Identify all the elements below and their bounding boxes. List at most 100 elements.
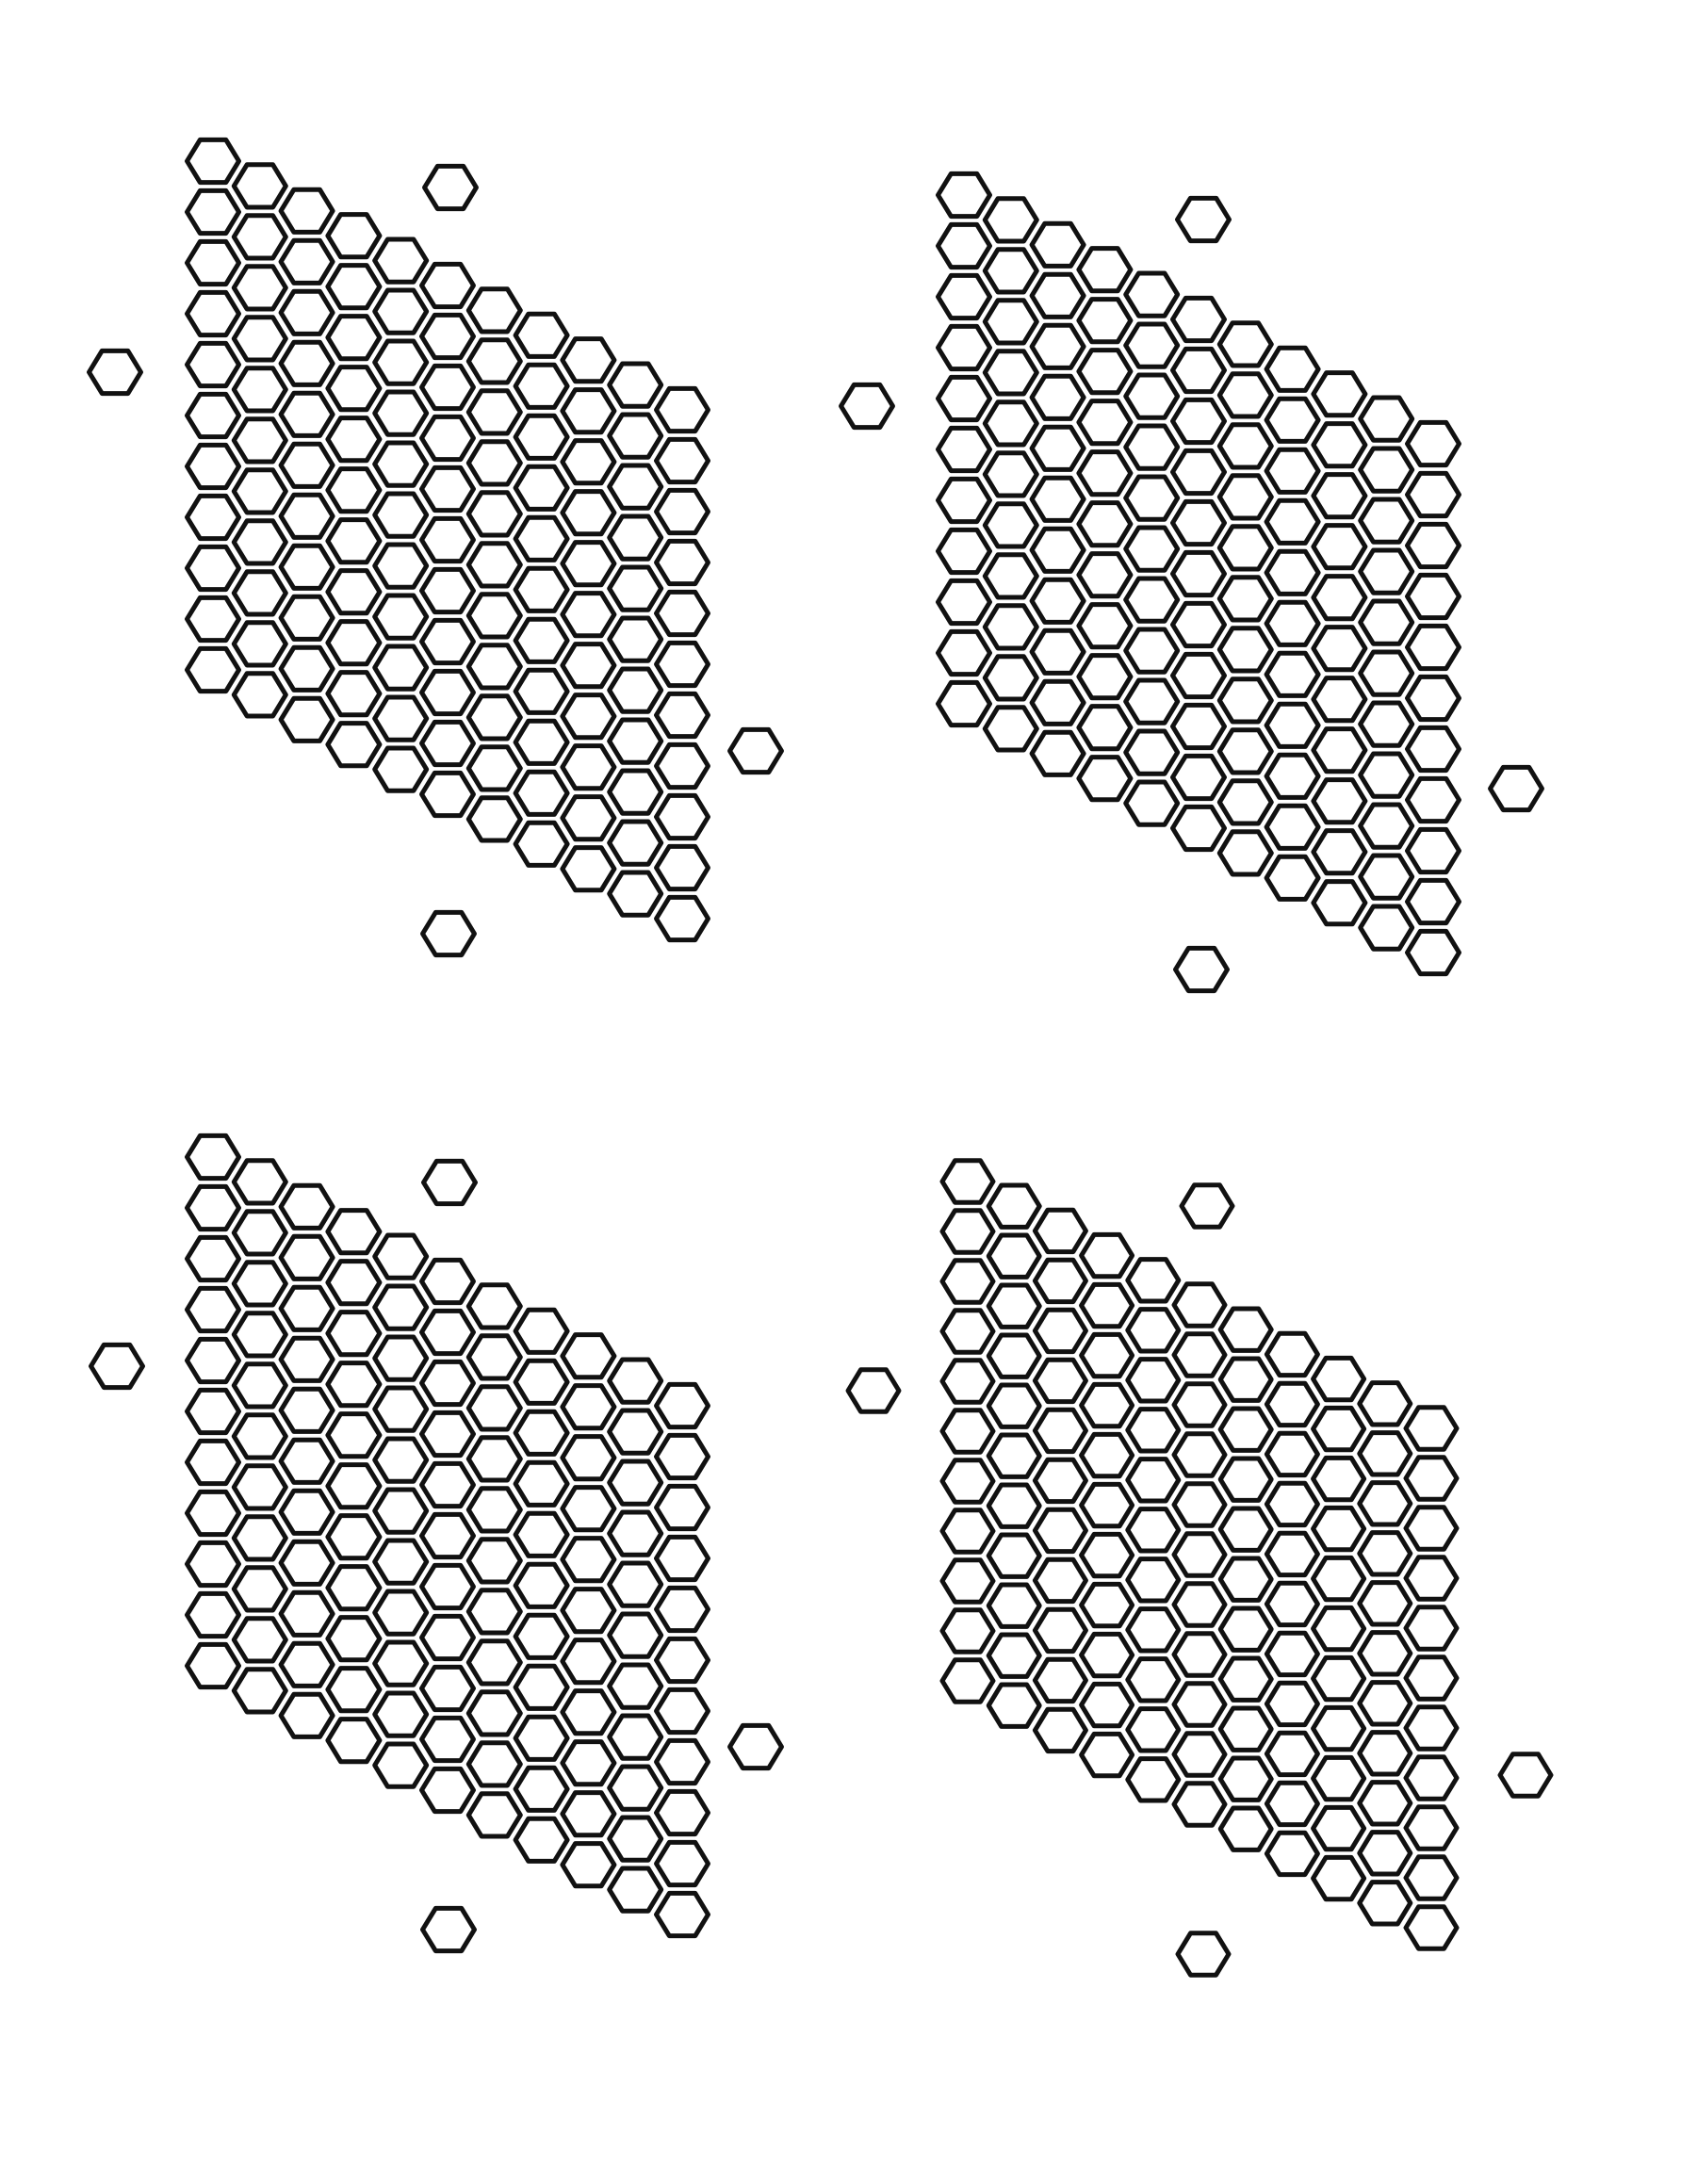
hex-cell[interactable]	[1216, 524, 1274, 572]
hex-cell[interactable]	[1311, 574, 1368, 622]
hex-cell[interactable]	[982, 552, 1039, 600]
hex-cell[interactable]	[607, 717, 664, 765]
hex-cell[interactable]	[513, 1409, 570, 1457]
hex-cell[interactable]	[419, 1562, 476, 1611]
hex-cell[interactable]	[560, 642, 617, 690]
hex-cell[interactable]	[231, 1311, 288, 1359]
hex-cell[interactable]	[278, 390, 335, 438]
loose-hex-piece[interactable]	[420, 1905, 477, 1954]
hex-cell[interactable]	[185, 187, 241, 236]
hex-cell[interactable]	[1076, 399, 1134, 447]
loose-hex-piece[interactable]	[89, 1342, 145, 1391]
hex-cell[interactable]	[1264, 1430, 1320, 1478]
hex-cell[interactable]	[654, 1839, 710, 1888]
hex-cell[interactable]	[560, 438, 617, 486]
hex-cell[interactable]	[939, 1408, 996, 1455]
hex-cell[interactable]	[1357, 1630, 1413, 1677]
hex-cell[interactable]	[1217, 1755, 1274, 1802]
hex-cell[interactable]	[607, 361, 664, 409]
hex-cell[interactable]	[1032, 1606, 1088, 1654]
hex-cell[interactable]	[325, 1259, 383, 1307]
hex-cell[interactable]	[1311, 1555, 1367, 1603]
hex-cell[interactable]	[1079, 1381, 1135, 1429]
loose-hex-piece[interactable]	[1173, 945, 1230, 994]
hex-cell[interactable]	[607, 1611, 664, 1659]
hex-cell[interactable]	[1358, 497, 1415, 545]
hex-cell[interactable]	[1264, 1830, 1320, 1878]
hex-cell[interactable]	[607, 1764, 664, 1812]
hex-cell[interactable]	[560, 693, 617, 741]
hex-cell[interactable]	[560, 540, 617, 588]
hex-cell[interactable]	[1311, 1455, 1367, 1503]
hex-cell[interactable]	[607, 615, 664, 663]
hex-cell[interactable]	[654, 1432, 710, 1481]
hex-cell[interactable]	[231, 518, 288, 566]
hex-cell[interactable]	[372, 491, 430, 539]
hex-cell[interactable]	[1170, 753, 1227, 802]
hex-cell[interactable]	[1123, 779, 1181, 827]
hex-cell[interactable]	[1079, 1331, 1135, 1379]
hex-cell[interactable]	[1358, 395, 1415, 443]
hex-cell[interactable]	[185, 544, 241, 593]
hex-cell[interactable]	[560, 489, 617, 537]
hex-cell[interactable]	[465, 490, 523, 538]
hex-cell[interactable]	[939, 1258, 996, 1305]
hex-cell[interactable]	[560, 1434, 617, 1482]
hex-cell[interactable]	[372, 644, 430, 692]
hex-cell[interactable]	[278, 237, 335, 285]
hex-cell[interactable]	[939, 1358, 996, 1405]
hex-cell[interactable]	[513, 718, 570, 766]
hex-cell[interactable]	[1123, 270, 1181, 318]
hex-cell[interactable]	[1171, 1331, 1228, 1378]
hex-cell[interactable]	[607, 1509, 664, 1557]
hex-cell[interactable]	[986, 1532, 1042, 1579]
hex-cell[interactable]	[654, 894, 710, 943]
hex-cell[interactable]	[372, 542, 430, 590]
hex-cell[interactable]	[560, 1536, 617, 1584]
hex-cell[interactable]	[513, 769, 570, 817]
hex-cell[interactable]	[465, 1282, 523, 1330]
hex-cell[interactable]	[513, 820, 570, 868]
hex-cell[interactable]	[654, 1890, 710, 1939]
hex-cell[interactable]	[607, 768, 664, 816]
hex-cell[interactable]	[1264, 345, 1321, 393]
hex-cell[interactable]	[465, 744, 523, 792]
hex-cell[interactable]	[325, 517, 383, 565]
hex-cell[interactable]	[325, 1462, 383, 1510]
hex-cell[interactable]	[372, 1487, 430, 1535]
hex-cell[interactable]	[1403, 1754, 1460, 1801]
hex-cell[interactable]	[1171, 1681, 1228, 1728]
hex-cell[interactable]	[654, 640, 710, 689]
hex-cell[interactable]	[372, 1283, 430, 1331]
hex-cell[interactable]	[278, 1539, 335, 1587]
hex-cell[interactable]	[1264, 599, 1321, 647]
hex-cell[interactable]	[513, 362, 570, 410]
hex-cell[interactable]	[1405, 826, 1461, 875]
hex-cell[interactable]	[1029, 526, 1086, 574]
hex-cell[interactable]	[1079, 1481, 1135, 1529]
hex-cell[interactable]	[936, 527, 992, 576]
hex-cell[interactable]	[1079, 1581, 1135, 1629]
hex-cell[interactable]	[1358, 649, 1415, 697]
hex-cell[interactable]	[372, 1385, 430, 1433]
hex-cell[interactable]	[231, 1158, 288, 1206]
hex-cell[interactable]	[560, 591, 617, 639]
hex-cell[interactable]	[1311, 726, 1368, 774]
hex-cell[interactable]	[465, 337, 523, 385]
hex-cell[interactable]	[1264, 548, 1321, 596]
hex-cell[interactable]	[607, 1662, 664, 1710]
hex-cell[interactable]	[654, 691, 710, 740]
hex-cell[interactable]	[1079, 1681, 1135, 1729]
hex-cell[interactable]	[1216, 829, 1274, 877]
hex-cell[interactable]	[465, 1638, 523, 1687]
hex-cell[interactable]	[372, 236, 430, 285]
hex-cell[interactable]	[1311, 421, 1368, 469]
hex-cell[interactable]	[513, 616, 570, 664]
hex-cell[interactable]	[1403, 1654, 1460, 1702]
hex-cell[interactable]	[982, 196, 1039, 244]
hex-cell[interactable]	[1405, 775, 1461, 824]
hex-cell[interactable]	[1357, 1680, 1413, 1727]
loose-hex-piece[interactable]	[422, 163, 479, 212]
hex-cell[interactable]	[1171, 1481, 1228, 1528]
hex-cell[interactable]	[419, 566, 476, 615]
